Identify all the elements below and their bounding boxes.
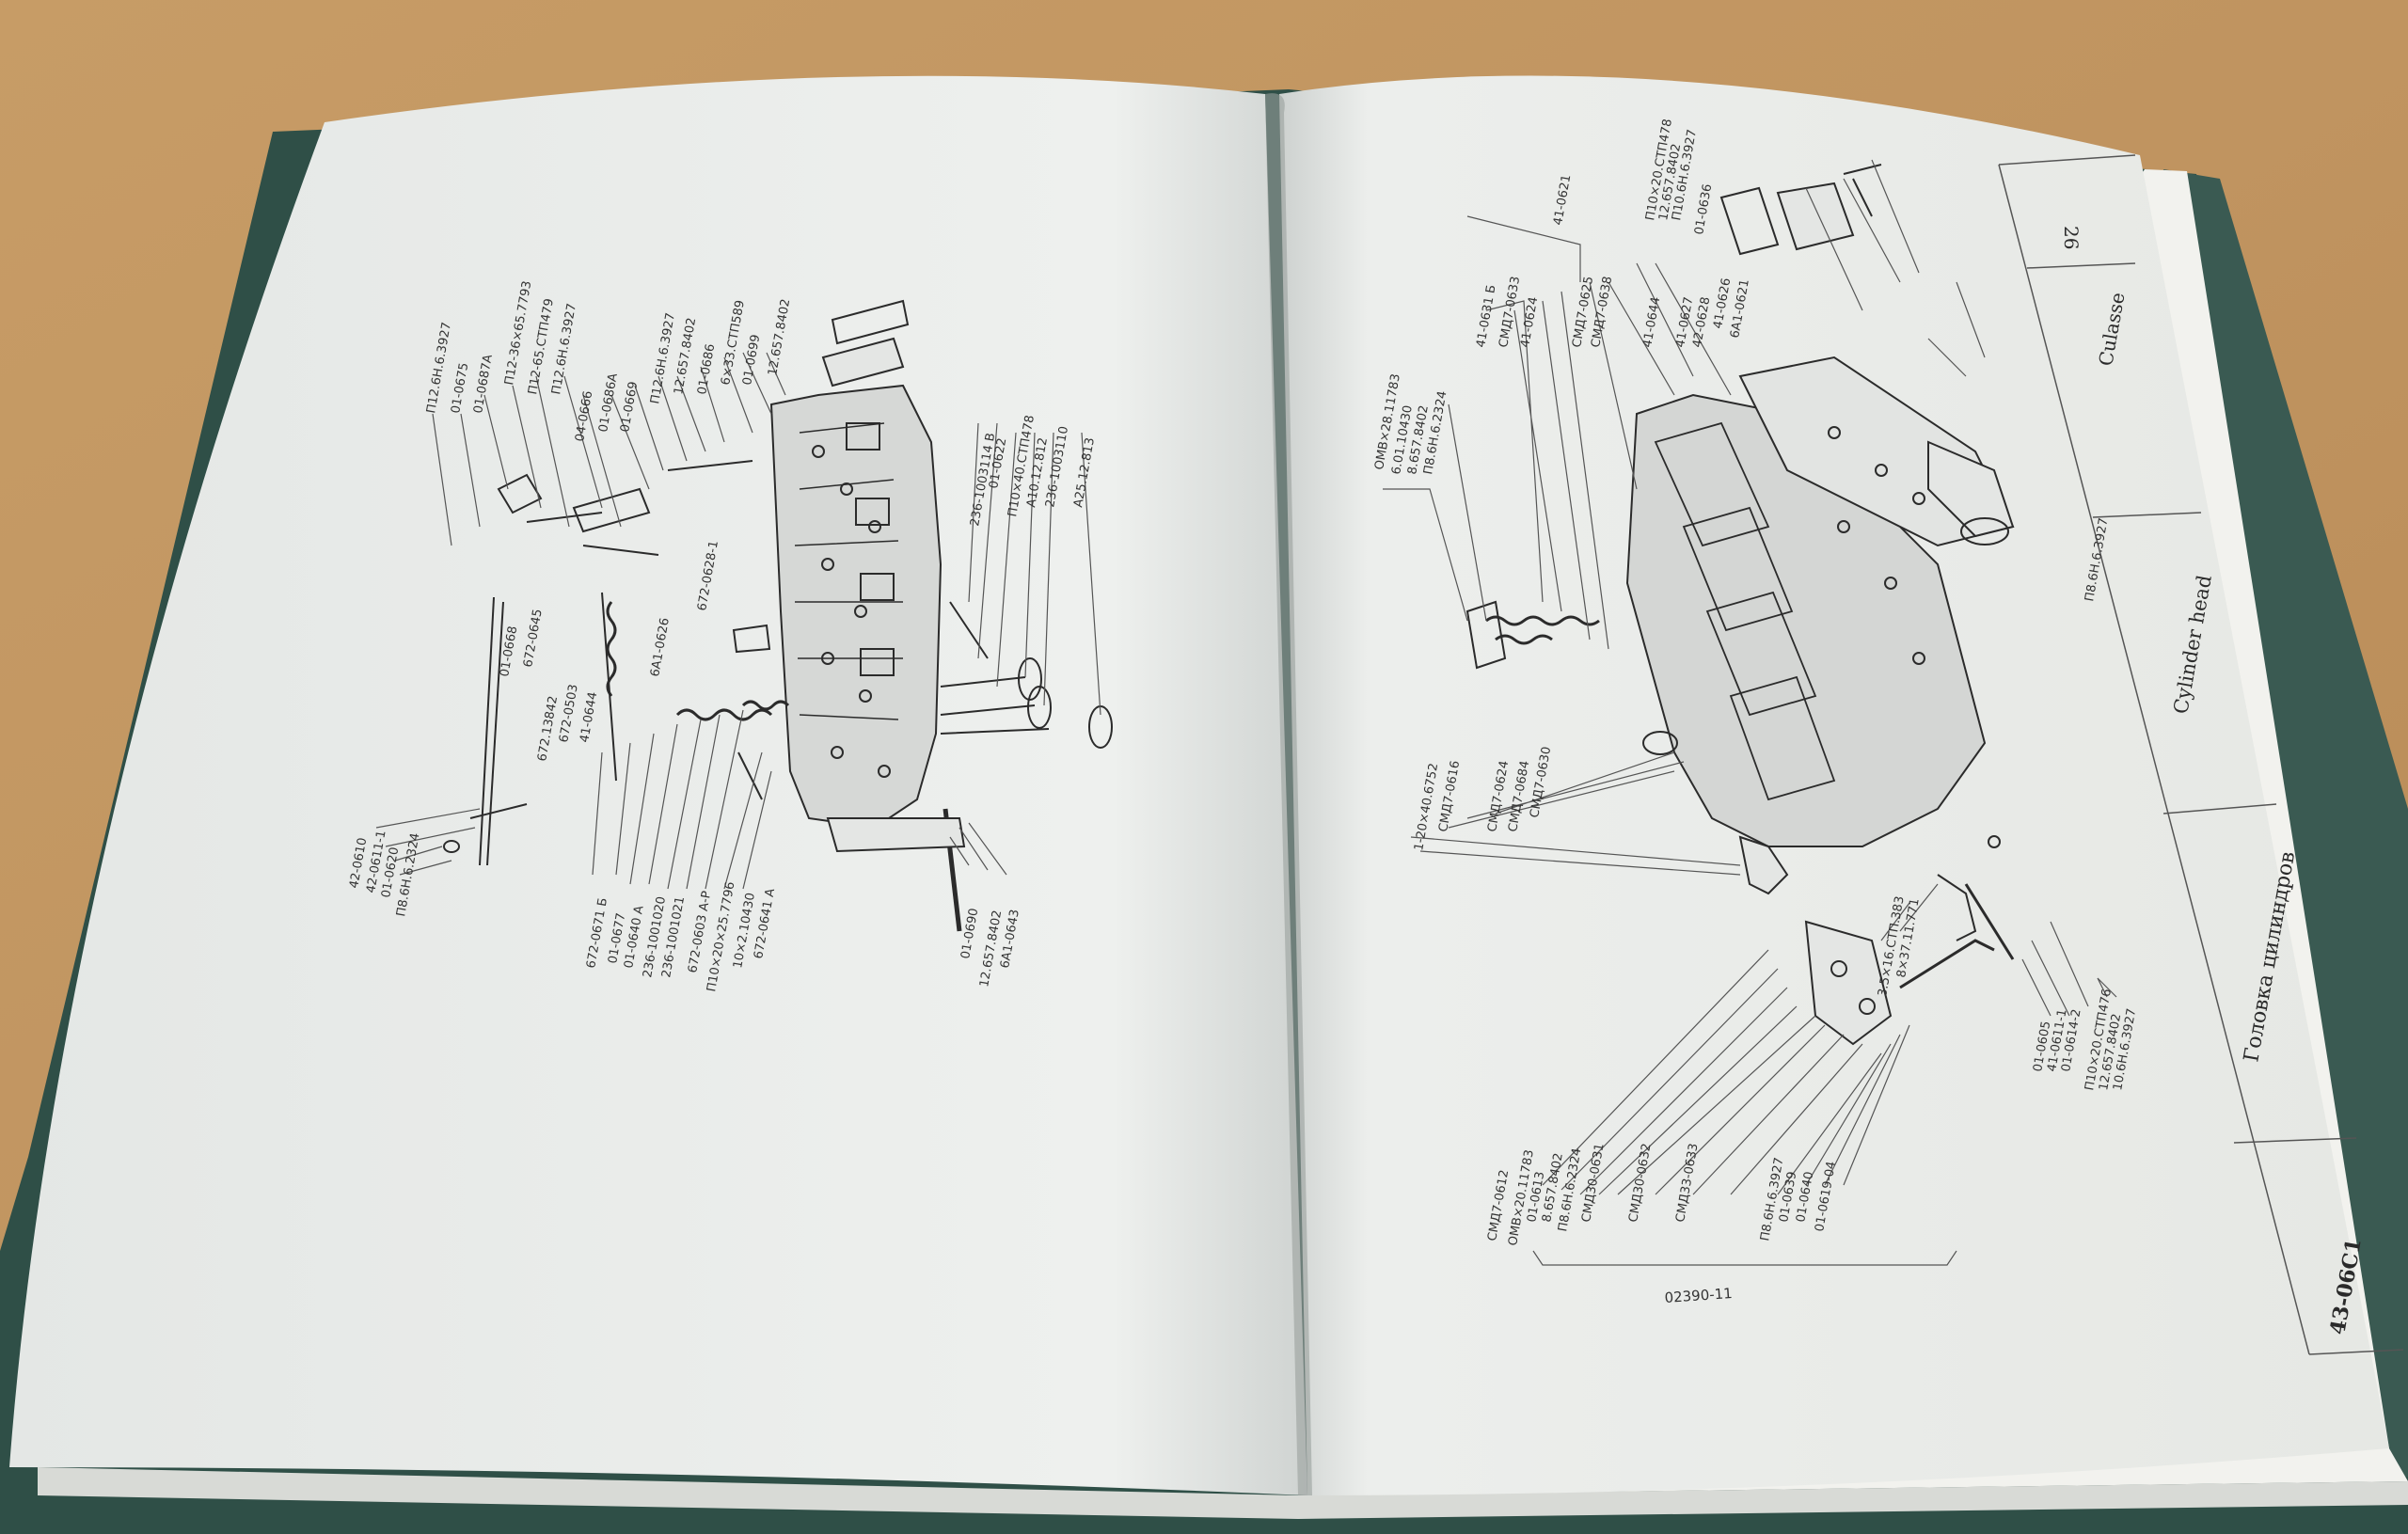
- page-stack-bottom: [38, 1467, 2408, 1519]
- figure-reference: 02390-11: [1664, 1285, 1733, 1306]
- page-number: 26: [2060, 226, 2083, 249]
- left-exploded-drawing: [443, 299, 1113, 932]
- left-page: [9, 75, 1307, 1495]
- page-title-block: [1998, 154, 2404, 1355]
- right-leader-lines: [1383, 159, 2117, 1266]
- left-leader-lines: [375, 352, 1101, 890]
- book-gutter: [1265, 93, 1312, 1496]
- right-exploded-drawing: [1465, 164, 2015, 1046]
